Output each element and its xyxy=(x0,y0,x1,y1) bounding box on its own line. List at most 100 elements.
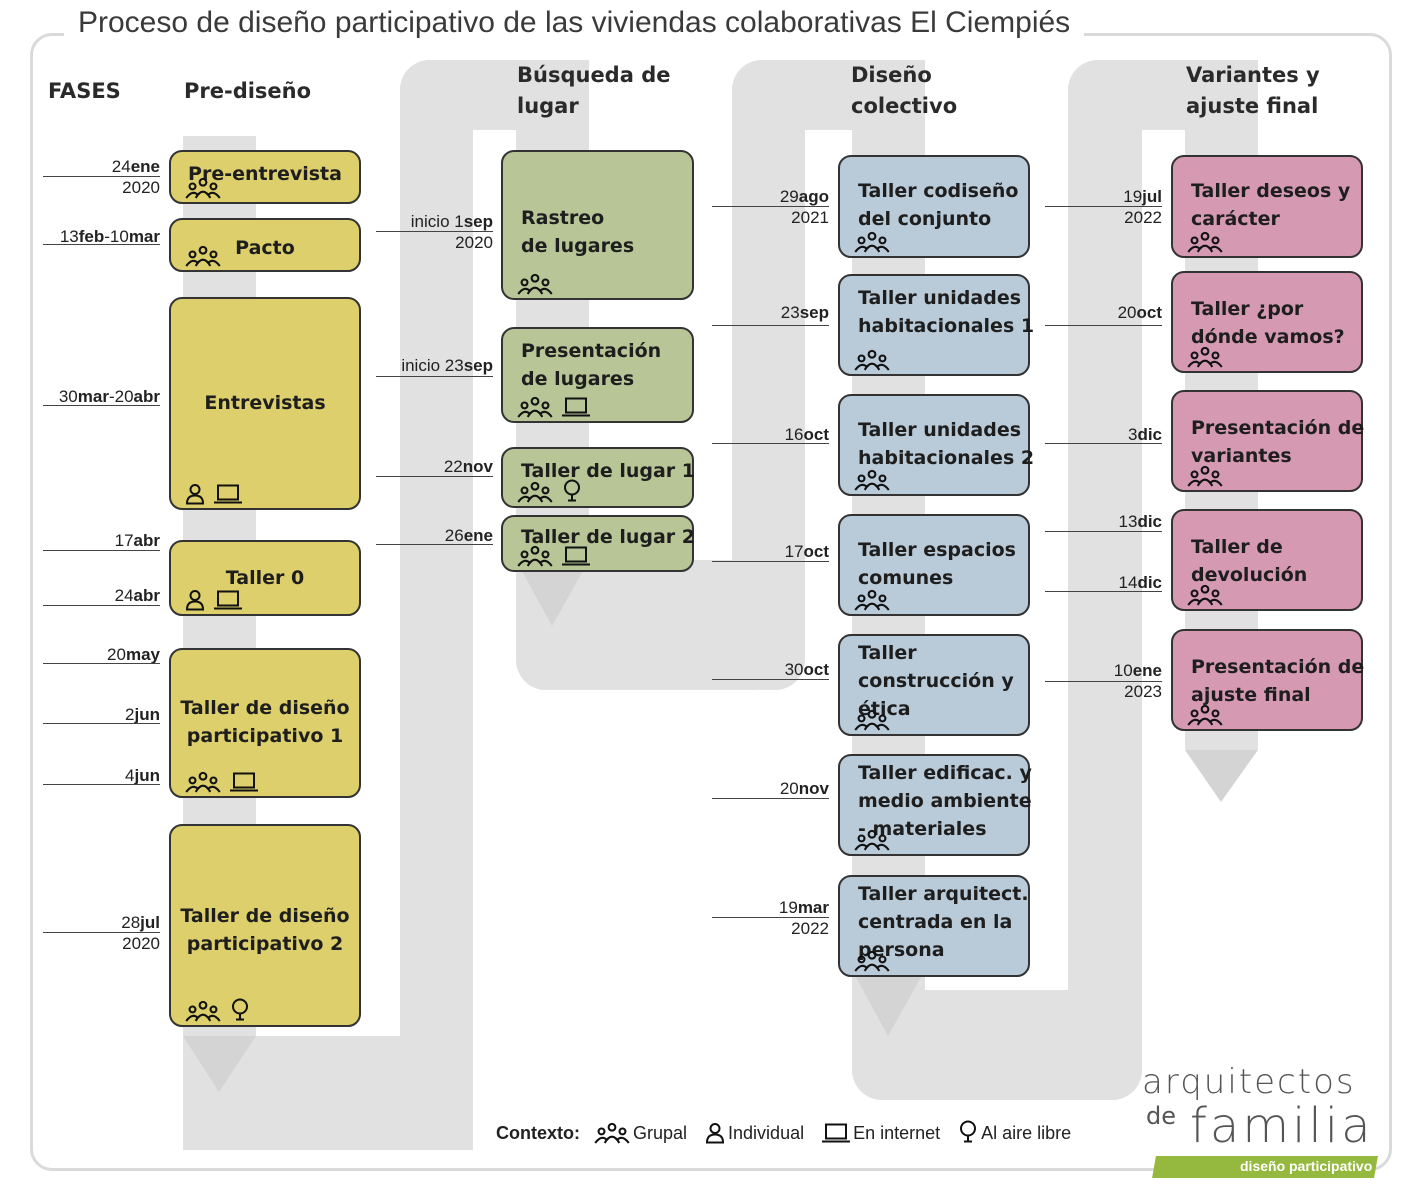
group-icon xyxy=(517,481,553,503)
date-segment: 20 xyxy=(107,645,126,664)
date-segment: inicio 1 xyxy=(410,212,464,231)
legend-context-label: Contexto: xyxy=(496,1123,580,1143)
activity-box: Taller de lugar 1 xyxy=(501,447,695,508)
date-label-line: inicio 1sep xyxy=(411,211,493,232)
activity-box: Entrevistas xyxy=(169,297,361,510)
date-segment: 10 xyxy=(1113,661,1133,680)
date-leader-line xyxy=(43,176,160,177)
date-label-line: 20may xyxy=(107,644,160,665)
date-label-line: 19jul xyxy=(1123,186,1162,207)
group-icon xyxy=(854,589,890,611)
date-segment: 2021 xyxy=(791,208,829,227)
flow-arrow xyxy=(1185,750,1258,802)
date-label: 24abr xyxy=(115,585,160,606)
person-icon xyxy=(705,1122,728,1144)
date-segment: 28 xyxy=(121,913,141,932)
activity-box: Taller de lugar 2 xyxy=(501,515,695,572)
date-label-line: 2022 xyxy=(1123,207,1162,228)
context-icons xyxy=(854,469,890,491)
context-icons xyxy=(517,545,590,567)
date-label: 20nov xyxy=(780,778,829,799)
date-segment: 2022 xyxy=(1124,208,1162,227)
context-icons xyxy=(854,829,890,851)
context-icons xyxy=(185,177,221,199)
date-leader-line xyxy=(712,917,829,918)
phase-title: Pre-diseño xyxy=(184,76,311,107)
legend-item-label: Grupal xyxy=(633,1123,688,1143)
date-label-line: 2020 xyxy=(411,232,493,253)
group-icon xyxy=(517,396,553,418)
date-segment: abr xyxy=(133,387,160,406)
activity-label-line: Taller de diseño xyxy=(180,697,350,719)
context-icons xyxy=(185,589,242,611)
date-label-line: 14dic xyxy=(1119,572,1162,593)
date-label: 23sep xyxy=(781,302,829,323)
legend-item: En internet xyxy=(822,1120,940,1144)
date-segment: 26 xyxy=(444,526,464,545)
date-label: 22nov xyxy=(444,456,493,477)
date-label-line: 20oct xyxy=(1118,302,1162,323)
date-segment: 20 xyxy=(1117,303,1137,322)
flow-segment xyxy=(516,560,784,690)
date-label: 13feb-10mar xyxy=(60,226,160,247)
date-label-line: 28jul xyxy=(121,912,160,933)
activity-label: Taller de lugar 2 xyxy=(521,523,695,551)
activity-label-line: ética xyxy=(858,698,911,720)
laptop-icon xyxy=(230,771,258,793)
date-label-line: 2023 xyxy=(1114,681,1162,702)
date-segment: 24 xyxy=(114,586,134,605)
legend-item-label: Al aire libre xyxy=(981,1123,1072,1143)
tree-icon xyxy=(562,479,582,503)
date-segment: inicio 23 xyxy=(401,356,464,375)
date-label-line: inicio 23sep xyxy=(401,355,493,376)
activity-label: Entrevistas xyxy=(175,389,355,417)
context-icons xyxy=(185,998,250,1022)
activity-label-line: ajuste final xyxy=(1191,684,1311,706)
date-segment: 4 xyxy=(125,766,135,785)
date-label-line: 13feb-10mar xyxy=(60,226,160,247)
context-icons xyxy=(185,771,258,793)
group-icon xyxy=(854,469,890,491)
date-label-line: 2021 xyxy=(780,207,829,228)
date-segment: 17 xyxy=(784,542,804,561)
activity-label-line: construcción y xyxy=(858,670,1014,692)
date-segment: nov xyxy=(798,779,829,798)
date-label-line: 19mar xyxy=(779,897,829,918)
activity-label-line: participativo 2 xyxy=(186,933,344,955)
phase-title-line: ajuste final xyxy=(1186,94,1319,118)
activity-label-line: - materiales xyxy=(858,818,987,840)
date-segment: 2 xyxy=(125,705,135,724)
activity-label-line: centrada en la xyxy=(858,911,1013,933)
date-segment: jun xyxy=(134,766,161,785)
date-label-line: 24abr xyxy=(115,585,160,606)
date-segment: abr xyxy=(133,531,160,550)
date-segment: 23 xyxy=(780,303,800,322)
phase-title-line: Diseño xyxy=(851,63,932,87)
context-icons xyxy=(517,479,582,503)
date-segment: 2022 xyxy=(791,919,829,938)
laptop-icon xyxy=(822,1122,853,1144)
activity-label-line: Taller xyxy=(858,642,917,664)
context-icons xyxy=(854,589,890,611)
activity-label-line: Taller de xyxy=(1191,536,1283,558)
legend-item: Al aire libre xyxy=(958,1120,1071,1144)
